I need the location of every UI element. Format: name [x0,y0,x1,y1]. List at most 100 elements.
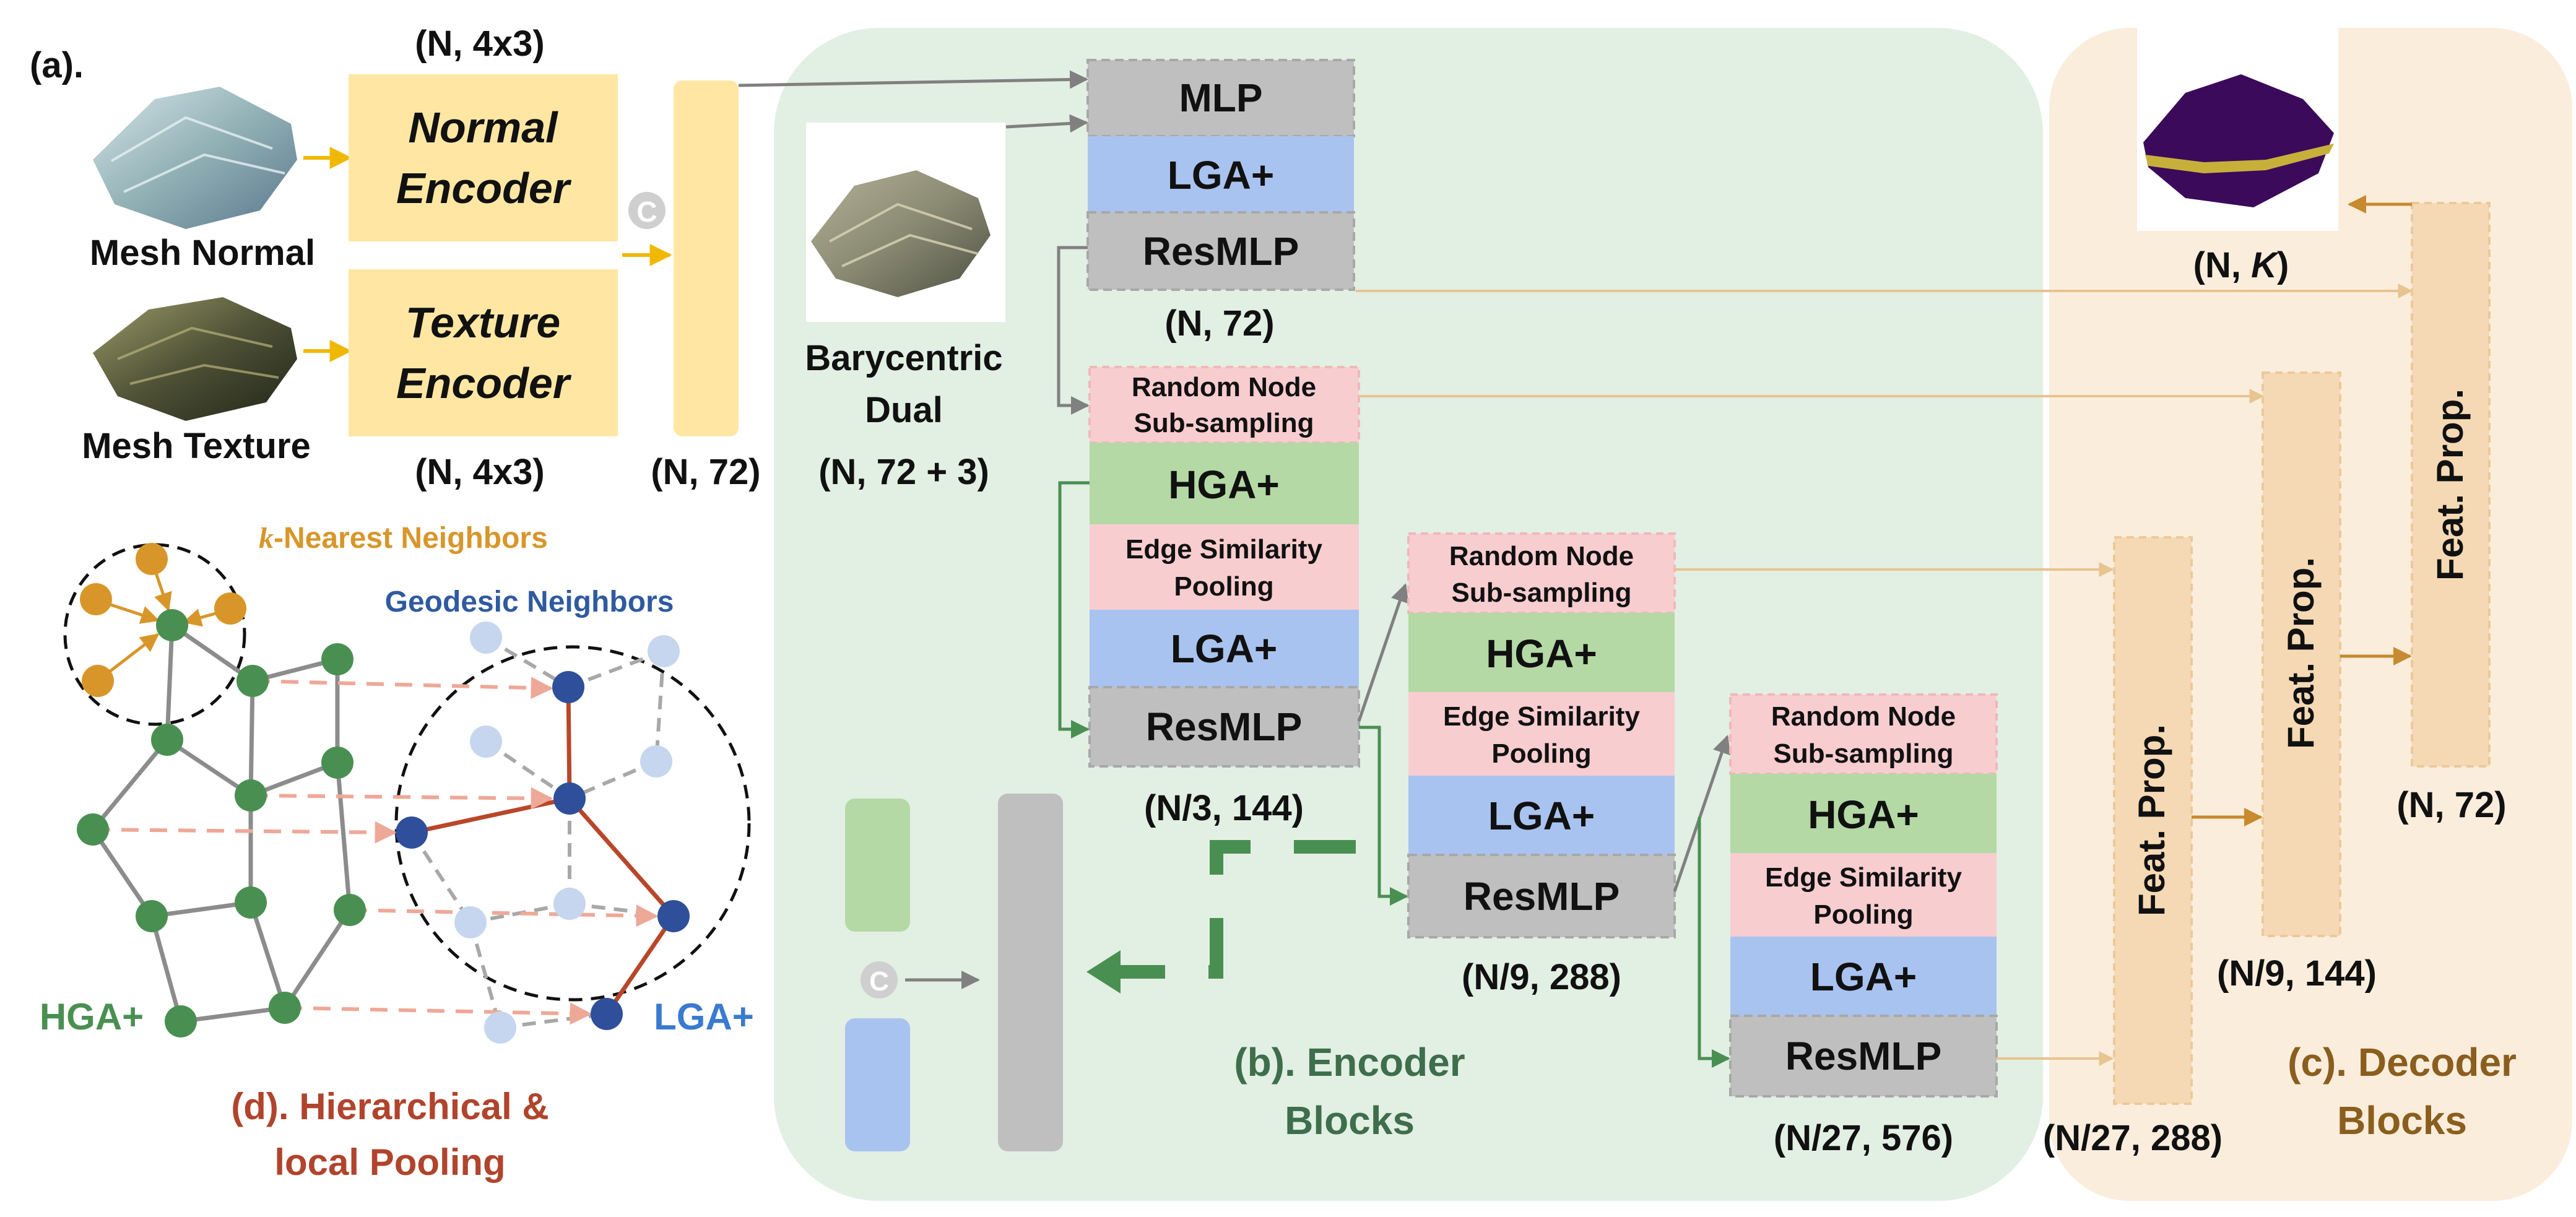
knn-label-text: -Nearest Neighbors [274,522,548,555]
stage4-lga-label: LGA+ [1810,955,1917,999]
mesh-texture-image [93,297,297,421]
concat-shape-label: (N, 72) [651,452,760,492]
stage1-shape-label: (N, 72) [1164,303,1274,344]
stage4-sampling-block [1729,693,1998,775]
concat-symbol [628,192,666,229]
decoder-feat-prop-3 [2411,202,2491,768]
stage1-resmlp-label: ResMLP [1143,229,1299,274]
stage3-lga-label: LGA+ [1488,794,1595,838]
stage3-shape-label: (N/9, 288) [1462,957,1621,997]
stage2-pooling-block [1090,524,1359,610]
stage1-lga-block [1088,136,1354,212]
legend-blue-bar [845,1018,910,1151]
stage1-mlp-label: MLP [1179,76,1262,120]
texture-shape-label: (N, 4x3) [415,452,545,492]
stage2-shape-label: (N/3, 144) [1144,788,1304,828]
decoder-feat-prop-1 [2113,536,2193,1105]
stage4-pooling-line2: Pooling [1813,899,1913,930]
stage2-lga-label: LGA+ [1171,626,1277,671]
geodesic-label: Geodesic Neighbors [385,586,674,618]
concat-to-mlp-arrow [738,70,1088,89]
stage1-lga-label: LGA+ [1168,153,1274,197]
stage2-hga-block [1090,443,1359,524]
barycentric-shape-label: (N, 72 + 3) [818,452,989,492]
stage3-pooling-block [1408,692,1675,776]
encoder-title-line1: (b). Encoder [1234,1040,1465,1085]
stage1-to-stage2-arrow [1057,246,1090,415]
texture-encoder-line2: Encoder [396,359,572,407]
output-shape-k: K [2251,245,2279,285]
stage3-sampling-line2: Sub-sampling [1452,578,1632,608]
mesh-normal-image [93,87,297,229]
normal-shape-label: (N, 4x3) [415,24,545,64]
legend-gray-bar [998,794,1063,1151]
legend-green-bar [845,799,910,932]
output-shape-label: (N, K) [2193,245,2289,285]
concat-symbol-letter: C [636,196,657,228]
encoder-stage1: MLP LGA+ ResMLP (N, 72) [1086,59,1355,344]
stage2-to-stage3-arrow [1357,583,1409,722]
encoder-title-line2: Blocks [1285,1098,1415,1143]
stage4-hga-block [1730,774,1997,853]
stage3-pooling-line1: Edge Similarity [1443,701,1640,732]
stage4-pooling-line1: Edge Similarity [1765,862,1962,893]
texture-encoder-block [349,269,618,436]
stage3-resmlp-block [1407,854,1676,938]
decoder-title-line1: (c). Decoder [2288,1040,2517,1085]
stage1-resmlp-block [1086,211,1355,291]
decoder-level3: Feat. Prop. (N, 72) [2396,202,2507,825]
decoder-level3-shape: (N, 72) [2396,785,2506,825]
normal-encoder-line1: Normal [408,103,558,152]
decoder-feat-prop-2 [2262,371,2341,937]
stage2-sampling-line1: Random Node [1132,372,1316,402]
normal-encoder-block [349,74,618,241]
legend-concat-letter: C [869,966,889,997]
texture-encoder-line1: Texture [405,298,560,347]
stage3-sampling-block [1407,532,1676,614]
barycentric-dual-image [811,170,991,297]
stage3-pooling-line2: Pooling [1491,738,1591,769]
decoder-level2: Feat. Prop. (N/9, 144) [2217,371,2377,994]
stage2-hga-label: HGA+ [1168,462,1280,507]
hga-label: HGA+ [40,996,144,1037]
mesh-normal-label: Mesh Normal [90,233,315,273]
stage3-lga-block [1408,776,1675,855]
mesh-texture-label: Mesh Texture [82,426,311,466]
encoder-legend: C [845,794,1356,1151]
knn-k: k [259,522,274,555]
encoder-stage2: Random Node Sub-sampling HGA+ Edge Simil… [1058,366,1360,828]
concat-feature-bar [674,80,739,436]
output-segmentation-image [2143,74,2334,207]
stage4-sampling-line1: Random Node [1771,701,1956,732]
stage1-mlp-block [1086,59,1355,137]
normal-encoder-line2: Encoder [396,164,572,212]
stage3-resmlp-label: ResMLP [1464,874,1620,919]
decoder-feat-prop-2-label: Feat. Prop. [2280,557,2322,749]
decoder-level1-shape: (N/27, 288) [2043,1118,2223,1158]
geodesic-circle [394,645,751,1002]
barycentric-label-line1: Barycentric [805,338,1002,378]
legend-dashed-arrowhead [1086,950,1121,994]
panel-d-title-line1: (d). Hierarchical & [231,1086,549,1127]
lga-label: LGA+ [654,996,754,1037]
stage4-pooling-block [1730,853,1997,937]
stage4-lga-block [1730,937,1997,1016]
decoder-feat-prop-3-label: Feat. Prop. [2429,389,2471,581]
stage4-resmlp-label: ResMLP [1785,1034,1942,1078]
legend-concat-symbol [861,961,898,998]
stage2-sampling-line2: Sub-sampling [1134,408,1314,438]
output-shape-suffix: ) [2277,245,2289,285]
stage4-shape-label: (N/27, 576) [1774,1118,1953,1158]
panel-a-tag: (a). [30,45,84,85]
stage2-skip-arrow [1058,481,1090,738]
stage2-resmlp-label: ResMLP [1146,704,1303,749]
output-shape-prefix: (N, [2193,245,2251,285]
stage2-pooling-line2: Pooling [1174,571,1273,602]
stage3-to-stage4-green [1698,817,1730,1068]
stage4-hga-label: HGA+ [1808,792,1919,837]
bary-to-mlp-arrow [1005,114,1088,133]
stage2-sampling-block [1088,366,1360,444]
knn-label: k-Nearest Neighbors [259,522,548,555]
stage3-hga-block [1408,613,1675,692]
